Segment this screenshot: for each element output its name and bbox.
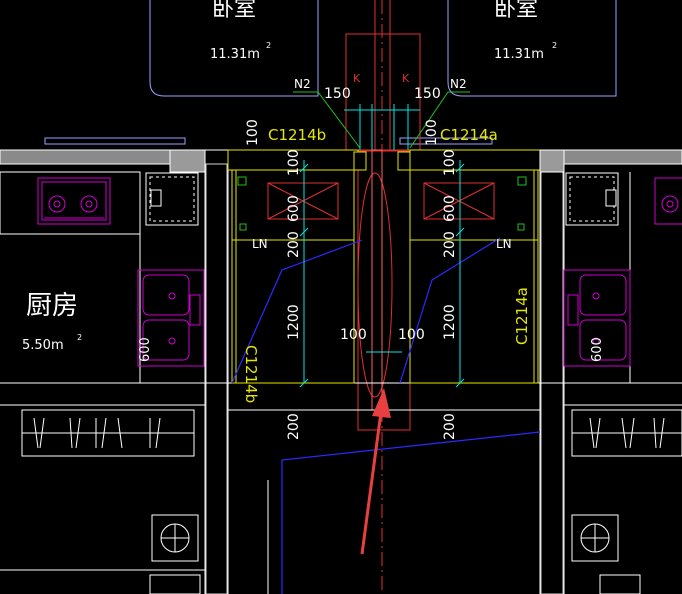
floor-drain-right <box>571 514 619 562</box>
vertical-dimensions: 100 100 100 100 600 600 200 200 1200 120… <box>245 119 458 440</box>
kitchen-counter-left <box>0 171 141 383</box>
dim-100-top-right: 100 <box>424 119 440 146</box>
dim-200-right: 200 <box>442 231 458 258</box>
kitchen-name: 厨房 <box>26 291 78 321</box>
bedroom-left-name: 卧室 <box>212 0 256 22</box>
k-label-left: K <box>353 72 361 85</box>
shelf-left <box>21 409 195 457</box>
bedroom-right <box>447 0 617 97</box>
bedroom-left-area-sup: 2 <box>266 41 271 50</box>
dim-100-mid-left: 100 <box>286 149 302 176</box>
fridge-left <box>145 172 199 226</box>
n2-label-left: N2 <box>294 77 311 91</box>
ln-lines <box>231 237 541 594</box>
stove-left <box>37 177 111 225</box>
dim-150-right: 150 <box>414 86 441 102</box>
dim-1200-right: 1200 <box>442 304 458 340</box>
window-label-c1214a-top: C1214a <box>440 126 498 144</box>
annotation-arrow <box>360 388 391 555</box>
green-markers <box>237 176 527 231</box>
dim-1200-left: 1200 <box>286 304 302 340</box>
dim-200-low-right: 200 <box>442 413 458 440</box>
sink-left <box>137 269 205 367</box>
dim-200-left: 200 <box>286 231 302 258</box>
dim-100-top-left: 100 <box>245 119 261 146</box>
pipe-shaft <box>345 0 421 594</box>
dim-600-sink-left: 600 <box>138 337 153 362</box>
stove-right <box>654 177 682 225</box>
window-label-c1214a-side: C1214a <box>513 287 531 345</box>
bedroom-left-area: 11.31m <box>210 47 260 62</box>
k-label-right: K <box>402 72 410 85</box>
dim-150-left: 150 <box>324 86 351 102</box>
kitchen-area: 5.50m <box>22 338 64 353</box>
n2-label-right: N2 <box>450 77 467 91</box>
window-bay-left <box>231 169 355 384</box>
bedroom-right-area-sup: 2 <box>552 41 557 50</box>
dim-100-center-right: 100 <box>398 327 425 343</box>
dim-600-right: 600 <box>442 195 458 222</box>
n2-leaders <box>293 91 470 149</box>
dim-100-center-left: 100 <box>340 327 367 343</box>
window-label-c1214b-top: C1214b <box>268 126 326 144</box>
bedroom-furniture <box>44 137 493 145</box>
sink-right <box>563 269 631 367</box>
shelf-right <box>571 409 682 457</box>
dim-200-low-left: 200 <box>286 413 302 440</box>
window-label-c1214b-side: C1214b <box>242 345 260 403</box>
ln-label-right: LN <box>496 237 512 251</box>
dim-600-sink-right: 600 <box>590 337 605 362</box>
bedroom-left <box>149 0 319 97</box>
dim-600-left: 600 <box>286 195 302 222</box>
floor-drain-left <box>151 514 199 562</box>
top-dimension-lines <box>344 104 420 150</box>
bedroom-right-area: 11.31m <box>494 47 544 62</box>
ac-unit-left <box>267 182 339 220</box>
window-bay-right <box>409 169 539 384</box>
ln-label-left: LN <box>252 237 268 251</box>
bedroom-right-name: 卧室 <box>494 0 538 22</box>
kitchen-area-sup: 2 <box>77 333 82 342</box>
wall-columns <box>169 149 565 173</box>
lower-partitions <box>0 480 641 594</box>
walls <box>0 149 682 594</box>
dimension-guides <box>299 160 465 388</box>
dim-100-mid-right: 100 <box>442 149 458 176</box>
ac-unit-right <box>423 182 495 220</box>
